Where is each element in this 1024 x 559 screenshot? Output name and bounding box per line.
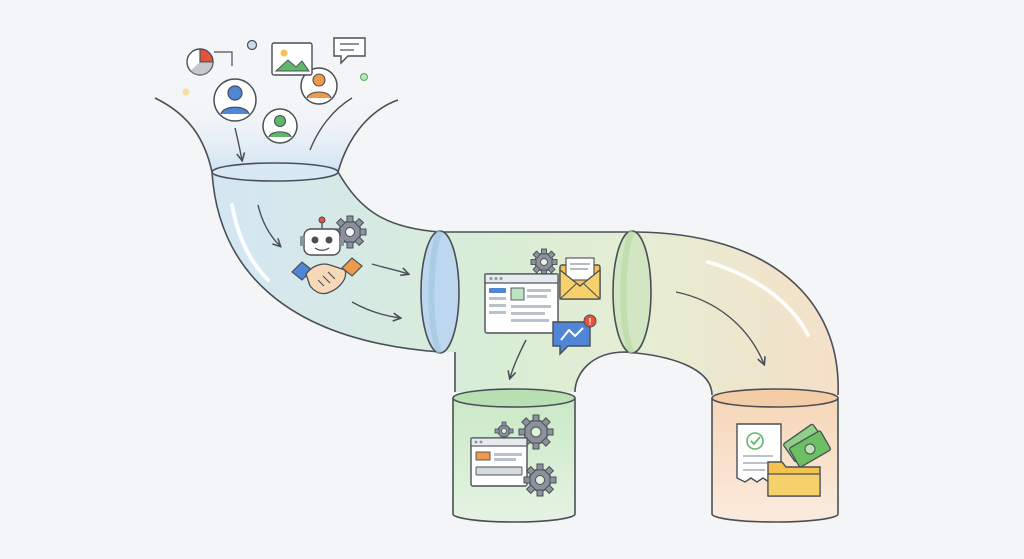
user-avatar-icon	[213, 78, 257, 122]
handshake-icon	[291, 257, 363, 295]
arrow-funnel-to-engage	[257, 204, 280, 246]
dot-icon	[246, 39, 258, 51]
email-envelope-icon	[559, 257, 601, 300]
messenger-icon: !	[552, 314, 597, 356]
user-avatar-icon	[262, 108, 298, 144]
gear-icon	[523, 463, 557, 497]
gear-icon	[518, 414, 554, 450]
browser-window-icon	[484, 273, 559, 334]
dot-icon	[182, 88, 190, 96]
funnel-opening-ring	[211, 162, 339, 182]
gear-icon	[494, 421, 514, 438]
process-icons	[470, 414, 557, 497]
cash-icon	[783, 423, 832, 468]
gear-icon	[530, 248, 558, 276]
coupling-ring-right	[612, 230, 652, 354]
image-icon	[271, 42, 313, 76]
engage-icons	[291, 215, 367, 295]
revenue-icons	[736, 423, 832, 497]
arrow-engage-to-nurture-bottom	[351, 301, 400, 318]
flow-arrows	[234, 127, 764, 378]
nurture-icons: !	[484, 248, 601, 356]
dot-icon	[359, 72, 369, 82]
arrow-into-funnel	[234, 127, 242, 160]
chat-bubble-icon	[333, 37, 366, 65]
arrow-engage-to-nurture-top	[371, 263, 408, 274]
messenger-badge: !	[589, 317, 592, 327]
browser-window-icon	[470, 437, 528, 487]
folder-icon	[767, 461, 821, 497]
arrow-to-revenue	[675, 291, 764, 364]
arrow-nurture-to-process	[510, 339, 527, 378]
pie-chart-icon	[186, 48, 233, 76]
intake-icons	[182, 37, 369, 144]
user-avatar-icon	[300, 67, 338, 105]
robot-icon	[300, 216, 344, 256]
coupling-ring-left	[420, 230, 460, 354]
